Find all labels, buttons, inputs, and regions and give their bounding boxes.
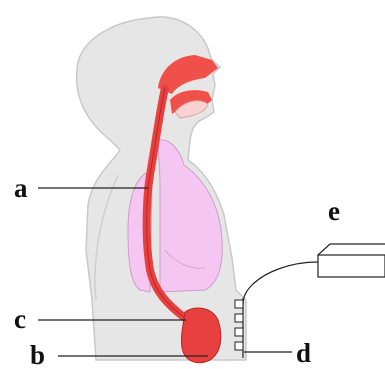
label-e: e <box>328 196 340 226</box>
electrode-strip-d <box>235 298 243 358</box>
device-cable <box>243 262 318 305</box>
label-d: d <box>296 338 311 368</box>
device-e <box>243 244 385 305</box>
electrode-pad <box>235 314 243 322</box>
label-a: a <box>14 173 28 203</box>
label-c: c <box>14 304 26 334</box>
stomach <box>181 308 220 363</box>
label-b: b <box>30 340 45 369</box>
device-box <box>318 255 385 277</box>
electrode-pad <box>235 328 243 336</box>
electrode-pad <box>235 300 243 308</box>
electrode-pad <box>235 342 243 350</box>
device-top <box>318 244 385 255</box>
